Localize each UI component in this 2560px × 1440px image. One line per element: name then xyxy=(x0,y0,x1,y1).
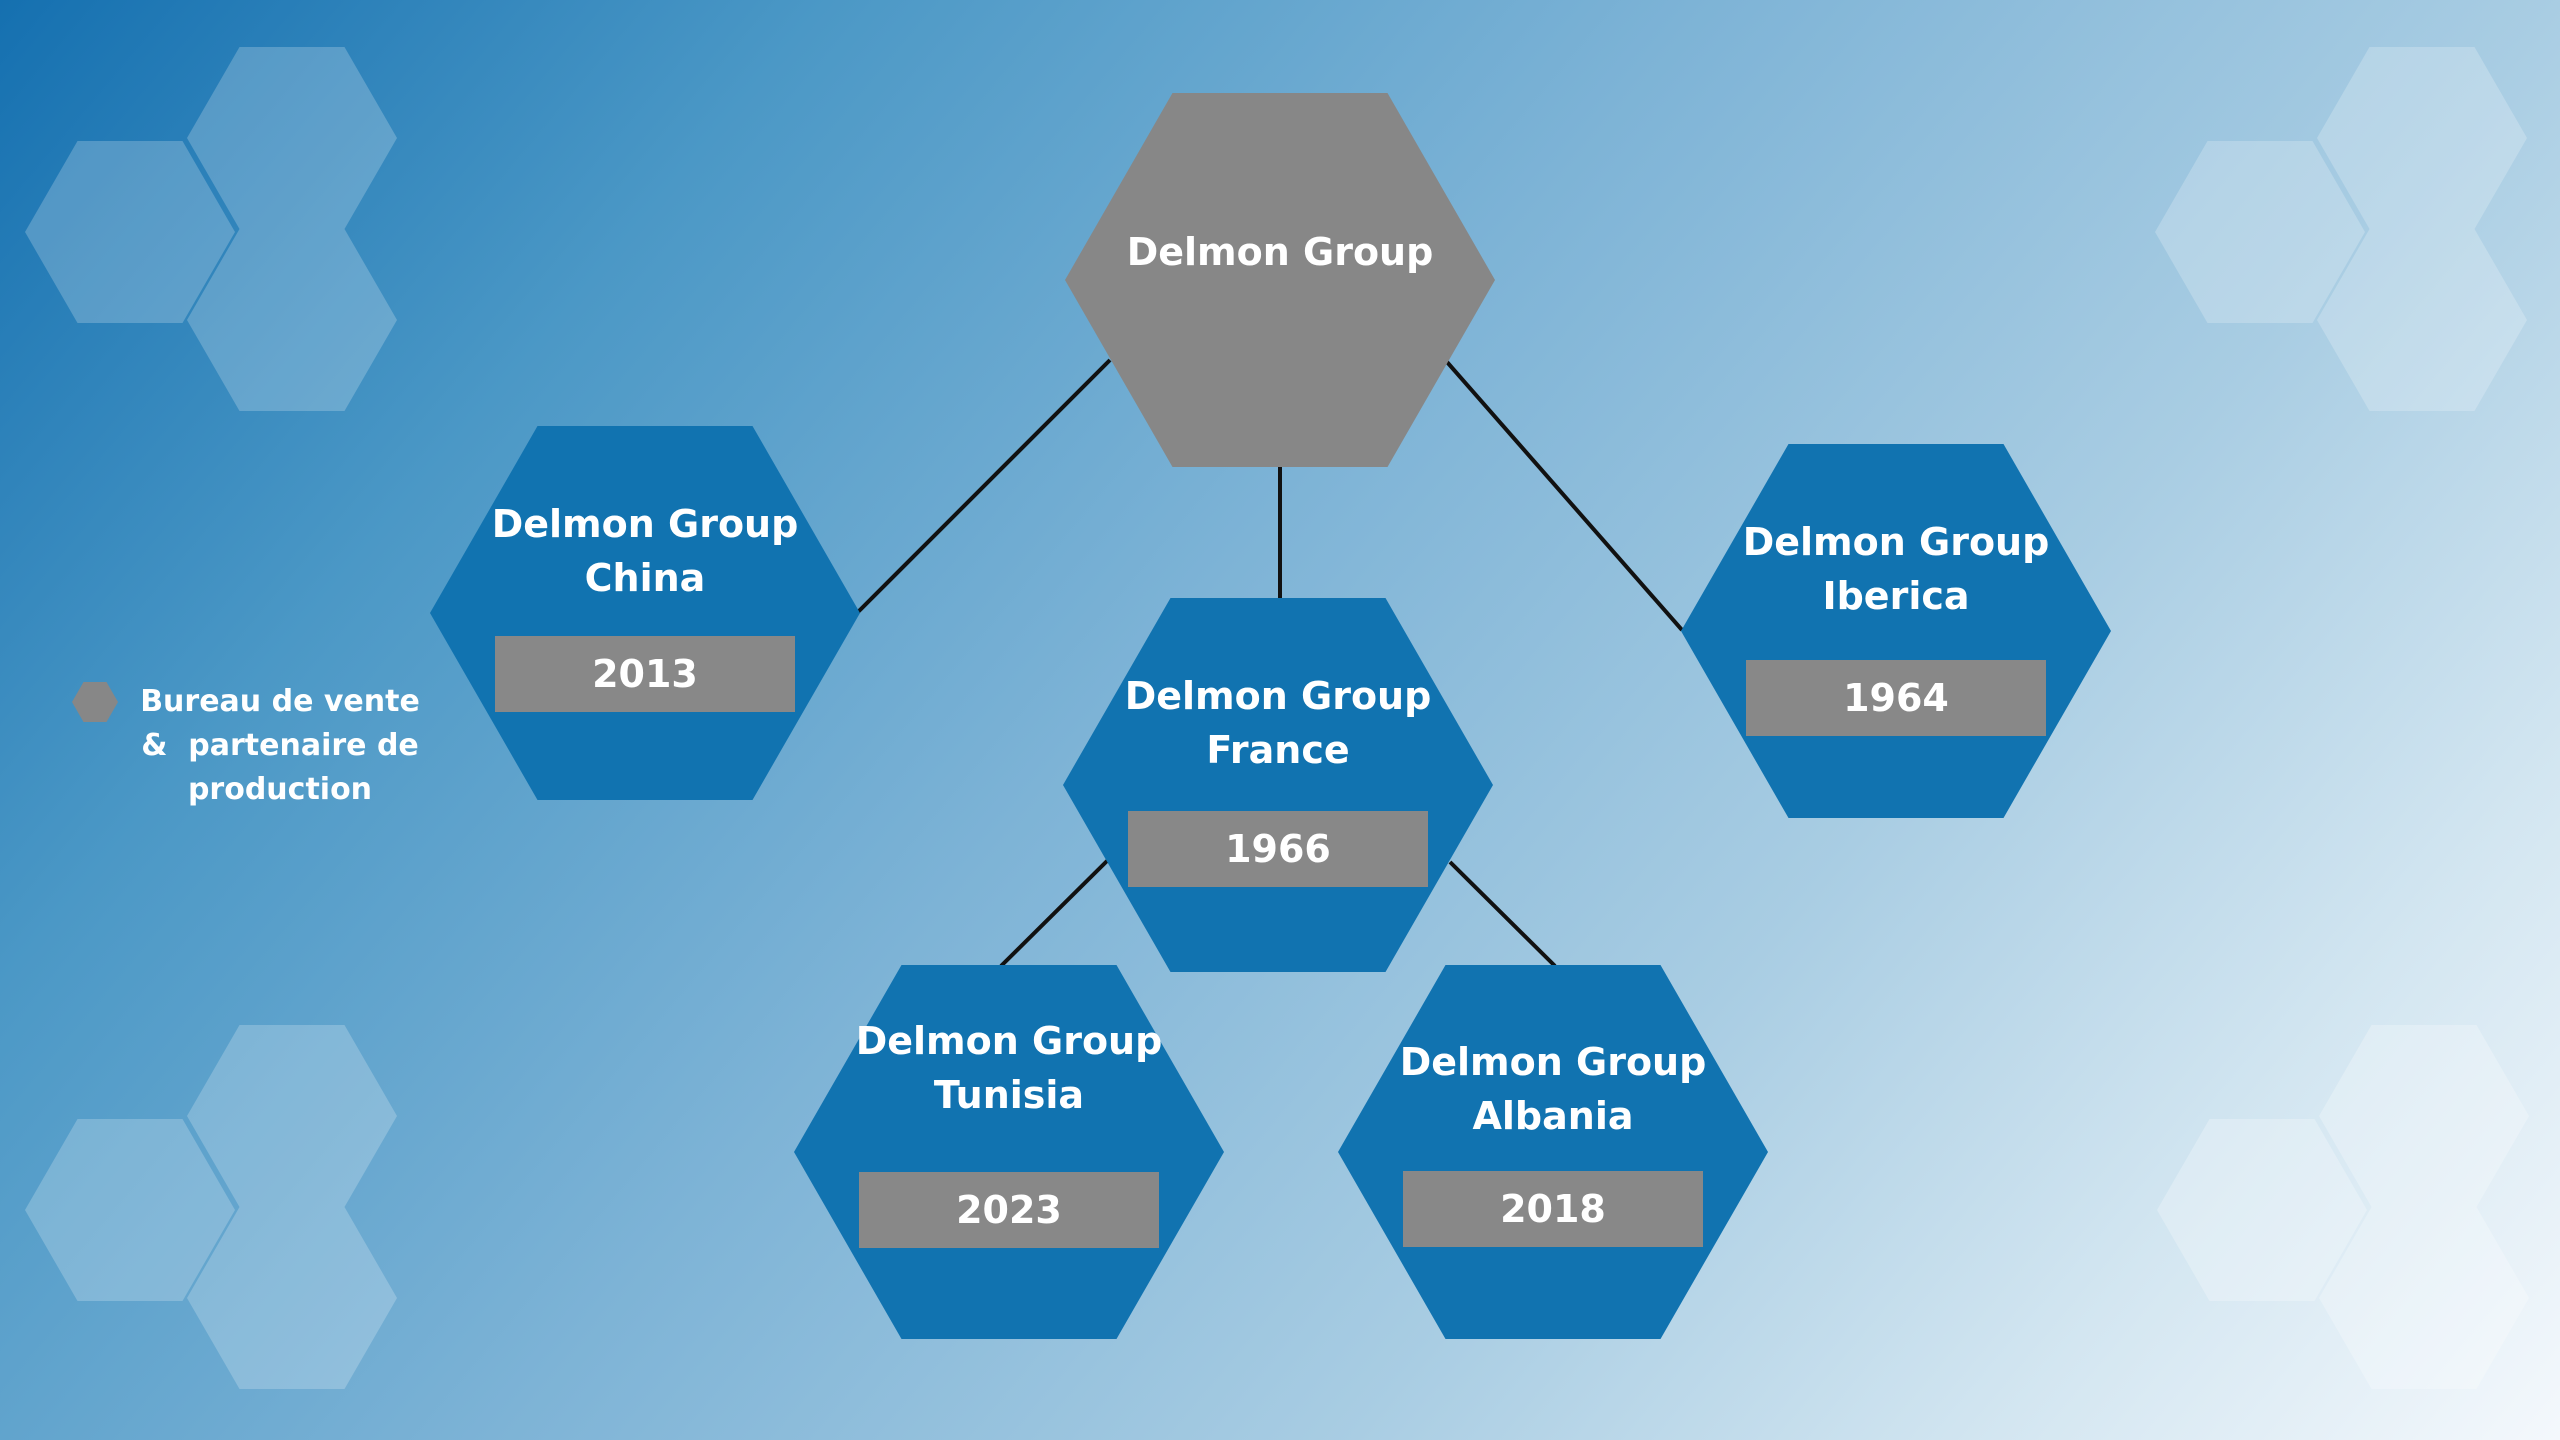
hexagon-france xyxy=(1063,598,1493,972)
connector-lines xyxy=(856,358,1684,968)
year-bar-albania xyxy=(1403,1171,1703,1247)
decor-hexagon xyxy=(2157,1119,2367,1301)
decor-hexagon xyxy=(2319,1025,2529,1207)
node-title-china: China xyxy=(585,556,706,600)
legend: Bureau de vente & partenaire de producti… xyxy=(72,680,452,820)
year-label-iberica: 1964 xyxy=(1843,676,1949,720)
hexagon-iberica xyxy=(1681,444,2111,818)
legend-line: Bureau de vente xyxy=(140,684,420,719)
node-group: Delmon Group xyxy=(1065,93,1495,467)
decor-hexagon xyxy=(2317,229,2527,411)
year-label-tunisia: 2023 xyxy=(956,1188,1062,1232)
node-title-france: France xyxy=(1206,728,1349,772)
decor-hexagon xyxy=(187,47,397,229)
background-hexagon-decor xyxy=(25,47,2529,1389)
hexagon-albania xyxy=(1338,965,1768,1339)
node-title-albania: Albania xyxy=(1473,1094,1634,1138)
decor-hexagon xyxy=(2155,141,2365,323)
node-title-albania: Delmon Group xyxy=(1400,1040,1707,1084)
node-title-tunisia: Tunisia xyxy=(934,1073,1084,1117)
year-label-china: 2013 xyxy=(592,652,698,696)
gray-hexagon-icon xyxy=(72,682,118,722)
year-bar-china xyxy=(495,636,795,712)
decor-hexagon xyxy=(187,229,397,411)
hexagon-group xyxy=(1065,93,1495,467)
node-title-group: Delmon Group xyxy=(1127,230,1434,274)
connector-france-tunisia xyxy=(999,858,1110,968)
decor-hexagon xyxy=(2319,1207,2529,1389)
node-title-iberica: Delmon Group xyxy=(1743,520,2050,564)
year-bar-iberica xyxy=(1746,660,2046,736)
node-title-iberica: Iberica xyxy=(1822,574,1969,618)
year-bar-france xyxy=(1128,811,1428,887)
node-title-france: Delmon Group xyxy=(1125,674,1432,718)
legend-label: Bureau de vente & partenaire de producti… xyxy=(130,680,430,812)
connector-france-albania xyxy=(1448,860,1557,968)
decor-hexagon xyxy=(187,1207,397,1389)
year-bar-tunisia xyxy=(859,1172,1159,1248)
node-title-china: Delmon Group xyxy=(492,502,799,546)
decor-hexagon xyxy=(25,1119,235,1301)
node-title-tunisia: Delmon Group xyxy=(856,1019,1163,1063)
year-label-albania: 2018 xyxy=(1500,1187,1606,1231)
year-label-france: 1966 xyxy=(1225,827,1331,871)
connector-group-china xyxy=(856,358,1112,614)
decor-hexagon xyxy=(187,1025,397,1207)
hexagon-china xyxy=(430,426,860,800)
legend-line: & partenaire de xyxy=(141,728,419,763)
decor-hexagon xyxy=(2317,47,2527,229)
decor-hexagon xyxy=(25,141,235,323)
legend-line: production xyxy=(187,772,373,807)
connector-group-iberica xyxy=(1445,360,1684,632)
